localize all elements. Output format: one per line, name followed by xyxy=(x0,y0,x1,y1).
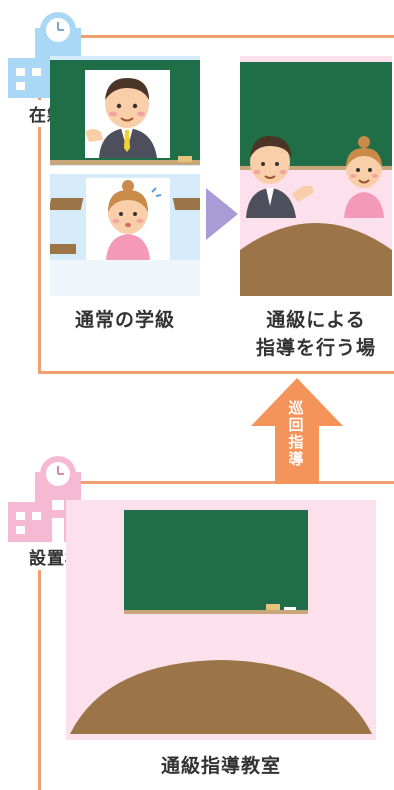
chalkboard xyxy=(124,510,308,614)
itinerant-label: 巡回指導 xyxy=(288,399,304,468)
home-school-frame-top xyxy=(70,35,394,38)
tsukyu-place-label: 通級による 指導を行う場 xyxy=(226,306,394,362)
home-school-frame-left xyxy=(38,90,41,374)
desk xyxy=(50,244,76,254)
chalk-eraser xyxy=(178,156,192,162)
desk xyxy=(50,198,84,210)
tsukyu-classroom-panel xyxy=(66,500,376,740)
chalk xyxy=(284,607,296,610)
tsukyu-place-label-line2: 指導を行う場 xyxy=(255,337,376,359)
teacher-illustration xyxy=(85,70,170,158)
right-arrow-icon xyxy=(206,188,238,240)
tsukyu-classroom-label: 通級指導教室 xyxy=(160,755,281,777)
host-school-frame-left xyxy=(38,560,41,790)
student-illustration xyxy=(86,178,170,260)
round-table xyxy=(240,223,392,296)
desk xyxy=(172,198,200,210)
home-school-frame-bottom xyxy=(38,371,394,374)
up-arrow-icon xyxy=(251,378,343,484)
host-school-frame-top xyxy=(70,481,394,484)
round-table xyxy=(70,660,372,734)
tsukyu-place-label-line1: 通級による xyxy=(266,309,366,331)
teacher-and-student-illustration xyxy=(246,136,384,218)
regular-class-label: 通常の学級 xyxy=(74,309,175,331)
chalk-eraser xyxy=(266,604,280,610)
